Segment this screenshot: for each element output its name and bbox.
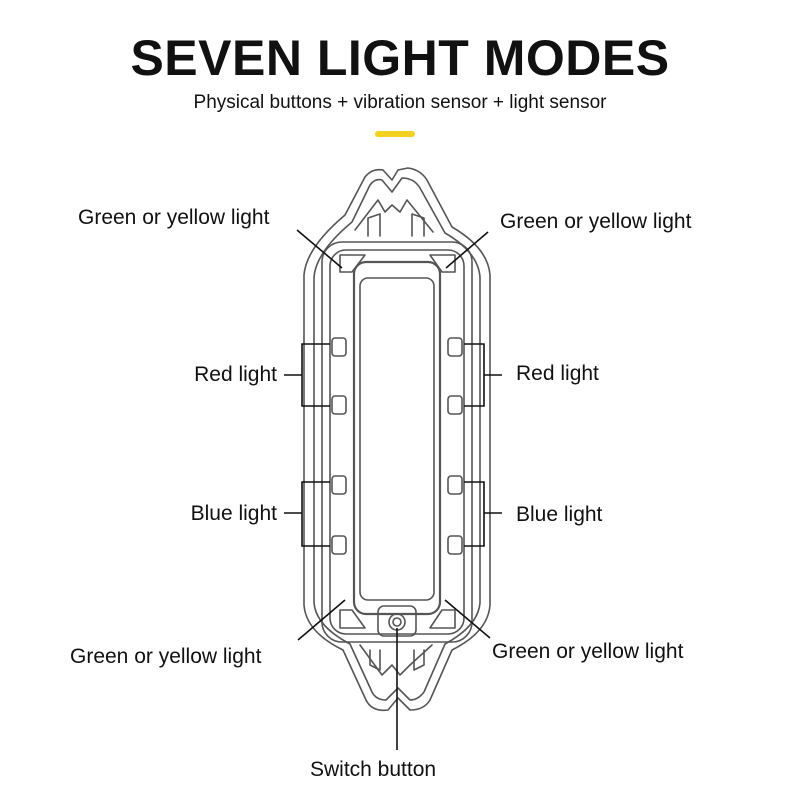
label-bottom-left: Green or yellow light bbox=[70, 645, 262, 668]
led-top-right bbox=[429, 254, 456, 273]
device-outer-body-inner bbox=[313, 177, 481, 701]
label-red-left: Red light bbox=[194, 363, 277, 386]
led-bottom-left bbox=[339, 609, 366, 629]
device-frame bbox=[321, 241, 473, 643]
led-blue-left-2 bbox=[331, 535, 347, 555]
led-red-left-2 bbox=[331, 395, 347, 415]
label-top-left: Green or yellow light bbox=[78, 206, 270, 229]
led-red-right-2 bbox=[447, 395, 463, 415]
page-title: SEVEN LIGHT MODES bbox=[130, 30, 670, 86]
led-blue-right-2 bbox=[447, 535, 463, 555]
label-blue-right: Blue light bbox=[516, 503, 603, 526]
label-switch: Switch button bbox=[310, 758, 437, 781]
led-blue-right-1 bbox=[447, 475, 463, 495]
led-red-right-1 bbox=[447, 337, 463, 357]
label-top-right: Green or yellow light bbox=[500, 210, 692, 233]
led-blue-left-1 bbox=[331, 475, 347, 495]
led-red-left-1 bbox=[331, 337, 347, 357]
switch-button-drawing bbox=[388, 613, 406, 631]
accent-bar bbox=[375, 131, 415, 137]
device-lens bbox=[352, 260, 442, 616]
device-top-fin bbox=[354, 199, 434, 233]
label-red-right: Red light bbox=[516, 362, 599, 385]
page-subtitle: Physical buttons + vibration sensor + li… bbox=[193, 92, 607, 113]
label-blue-left: Blue light bbox=[190, 502, 277, 525]
led-bottom-right bbox=[429, 609, 456, 629]
label-bottom-right: Green or yellow light bbox=[492, 640, 684, 663]
device-outer-body bbox=[303, 167, 491, 712]
